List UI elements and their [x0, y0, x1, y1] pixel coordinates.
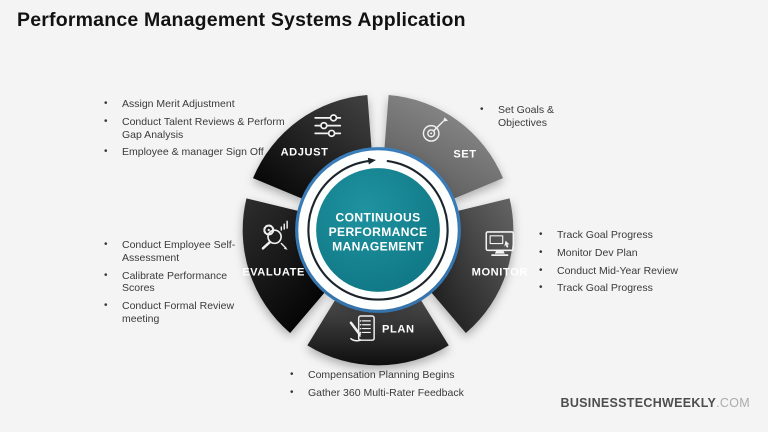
list-item: Set Goals & Objectives — [478, 104, 586, 130]
adjust-bullet-list: Assign Merit Adjustment Conduct Talent R… — [102, 98, 294, 164]
list-item: Employee & manager Sign Off — [102, 146, 294, 159]
page-title: Performance Management Systems Applicati… — [17, 9, 466, 31]
target-goals-icon — [422, 117, 449, 142]
list-item: Conduct Mid-Year Review — [537, 265, 685, 278]
bullet-text: Monitor Dev Plan — [557, 246, 638, 259]
hub-core — [316, 168, 440, 292]
plan-bullet-list: Compensation Planning Begins Gather 360 … — [288, 369, 523, 405]
bullet-text: Track Goal Progress — [557, 282, 653, 295]
bullet-text: Track Goal Progress — [557, 229, 653, 241]
cycle-diagram: CONTINUOUS PERFORMANCE MANAGEMENT — [242, 95, 527, 366]
bullet-text: Conduct Talent Reviews & Perform Gap Ana… — [122, 115, 285, 141]
hub-line-3: MANAGEMENT — [332, 239, 424, 253]
cycle-wheel — [242, 95, 514, 366]
bullet-text: Conduct Formal Review meeting — [122, 300, 235, 325]
list-item: Conduct Talent Reviews & Perform Gap Ana… — [102, 116, 294, 142]
list-item: Conduct Employee Self-Assessment — [102, 239, 254, 265]
bullet-text: Set Goals & Objectives — [498, 104, 555, 129]
accent-ring — [295, 147, 461, 313]
list-item: Monitor Dev Plan — [537, 247, 685, 260]
segment-plan — [307, 300, 449, 366]
computer-monitor-icon — [485, 231, 515, 257]
list-item: Track Goal Progress — [537, 229, 685, 242]
set-bullet-list: Set Goals & Objectives — [478, 104, 586, 135]
cycle-arrow-head — [367, 157, 376, 165]
bullet-text: Gather 360 Multi-Rater Feedback — [308, 386, 464, 399]
list-item: Gather 360 Multi-Rater Feedback — [288, 387, 523, 400]
segment-set — [384, 95, 503, 199]
bullet-text: Compensation Planning Begins — [308, 369, 455, 381]
segment-label-plan: PLAN — [382, 323, 415, 335]
bullet-text: Conduct Employee Self-Assessment — [122, 239, 236, 264]
evaluate-bullet-list: Conduct Employee Self-Assessment Calibra… — [102, 239, 254, 331]
segment-label-monitor: MONITOR — [472, 266, 528, 278]
list-item: Assign Merit Adjustment — [102, 98, 294, 111]
magnifier-gear-icon — [261, 220, 288, 250]
list-item: Calibrate Performance Scores — [102, 270, 254, 296]
list-item: Track Goal Progress — [537, 282, 685, 295]
monitor-bullet-list: Track Goal Progress Monitor Dev Plan Con… — [537, 229, 685, 300]
brand-logo: BUSINESSTECHWEEKLY.COM — [561, 396, 751, 410]
checklist-pencil-icon — [349, 315, 375, 342]
brand-suffix: .COM — [716, 396, 750, 410]
segment-label-evaluate: EVALUATE — [242, 266, 305, 278]
bullet-text: Assign Merit Adjustment — [122, 98, 235, 110]
segment-evaluate — [242, 198, 325, 333]
segment-label-set: SET — [453, 149, 476, 161]
list-item: Conduct Formal Review meeting — [102, 300, 254, 326]
hub-line-1: CONTINUOUS — [335, 210, 420, 224]
list-item: Compensation Planning Begins — [288, 369, 523, 382]
hub: CONTINUOUS PERFORMANCE MANAGEMENT — [298, 150, 458, 310]
sliders-icon — [314, 114, 342, 138]
bullet-text: Calibrate Performance Scores — [122, 269, 228, 295]
hub-line-2: PERFORMANCE — [329, 225, 428, 239]
cycle-arrow-arc — [307, 160, 449, 301]
brand-name: BUSINESSTECHWEEKLY — [560, 396, 717, 410]
bullet-text: Employee & manager Sign Off — [122, 146, 264, 159]
bullet-text: Conduct Mid-Year Review — [557, 264, 679, 277]
segment-adjust — [253, 95, 372, 199]
